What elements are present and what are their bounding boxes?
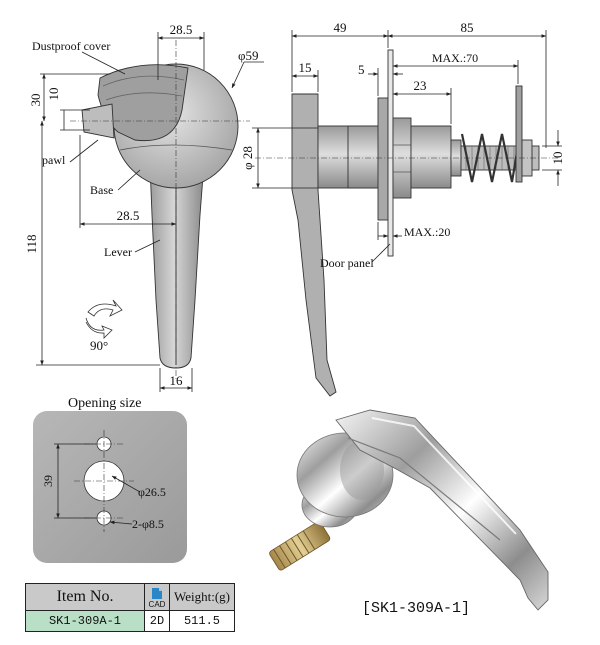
dim-mid-28-5: 28.5 — [117, 208, 140, 223]
brass-stem — [269, 521, 331, 571]
dim-max-20: MAX.:20 — [404, 225, 450, 239]
dim-phi-26-5: φ26.5 — [138, 485, 166, 499]
header-cad-label: CAD — [148, 599, 166, 609]
door-panel-part — [387, 49, 394, 257]
rotation-arrow-icon — [85, 299, 123, 339]
lever-part — [149, 162, 205, 369]
header-weight: Weight:(g) — [169, 583, 235, 611]
dim-16: 16 — [170, 373, 184, 388]
opening-size: Opening size 39 φ26.5 2-φ8.5 — [33, 396, 187, 563]
dim-10: 10 — [46, 88, 61, 101]
spec-table: Item No. CAD Weight:(g) SK1-309A-1 2D 51… — [25, 583, 235, 632]
dim-phi-28: φ 28 — [240, 146, 255, 170]
dim-2-phi-8-5: 2-φ8.5 — [132, 517, 164, 531]
spring-part — [460, 133, 522, 183]
product-photo — [269, 409, 549, 611]
side-view: 49 85 15 5 MAX.:70 23 φ 28 10 MAX.:20 Do… — [240, 20, 565, 397]
dim-49: 49 — [334, 20, 347, 35]
dim-top-28-5: 28.5 — [170, 22, 193, 37]
header-item-no: Item No. — [25, 583, 145, 611]
dim-max-70: MAX.:70 — [432, 51, 478, 65]
dim-5: 5 — [358, 62, 365, 77]
chrome-lever — [335, 409, 549, 611]
label-dustproof-cover: Dustproof cover — [32, 39, 110, 53]
cad-file-icon — [152, 587, 162, 599]
spec-table-header: Item No. CAD Weight:(g) — [25, 583, 235, 611]
dim-23: 23 — [414, 78, 427, 93]
label-base: Base — [90, 183, 113, 197]
dim-15: 15 — [299, 60, 312, 75]
front-view: 28.5 30 10 118 28.5 16 φ59 Dustproof cov… — [24, 22, 264, 392]
spec-table-row: SK1-309A-1 2D 511.5 — [25, 610, 235, 632]
mount-plate — [377, 97, 389, 221]
label-lever: Lever — [104, 245, 132, 259]
dim-30: 30 — [28, 94, 43, 107]
cell-weight: 511.5 — [169, 610, 235, 632]
label-door-panel: Door panel — [320, 256, 374, 270]
header-cad: CAD — [144, 583, 170, 611]
cell-item-no: SK1-309A-1 — [25, 610, 145, 632]
dim-phi-59: φ59 — [238, 48, 259, 63]
product-code: [SK1-309A-1] — [362, 600, 470, 617]
dim-39: 39 — [41, 475, 55, 487]
dim-85: 85 — [461, 20, 474, 35]
label-pawl: pawl — [42, 153, 66, 167]
dim-118: 118 — [24, 234, 39, 253]
dim-10-thread: 10 — [550, 152, 565, 165]
cell-cad[interactable]: 2D — [144, 610, 170, 632]
opening-size-title: Opening size — [68, 396, 141, 411]
rotation-90: 90° — [90, 338, 108, 353]
